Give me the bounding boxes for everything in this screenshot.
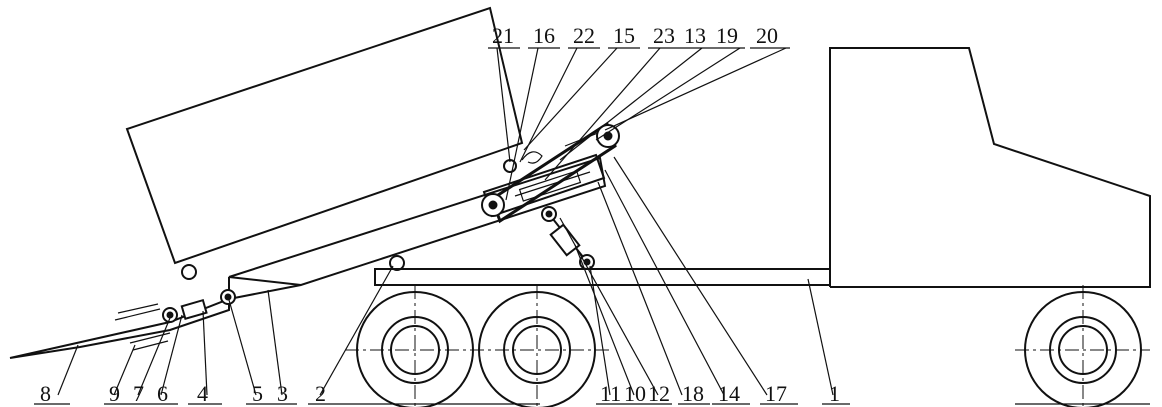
label-16: 16: [533, 23, 555, 48]
label-10: 10: [624, 381, 646, 406]
roller-5-hub: [224, 293, 232, 301]
label-7: 7: [133, 381, 144, 406]
label-21: 21: [492, 23, 514, 48]
label-12: 12: [648, 381, 670, 406]
tilting-frame: [228, 156, 607, 287]
top-leaders: [496, 47, 787, 201]
label-1: 1: [829, 381, 840, 406]
label-11: 11: [600, 381, 621, 406]
label-13: 13: [684, 23, 706, 48]
label-8: 8: [40, 381, 51, 406]
lift-cylinder-top-hub: [545, 210, 553, 218]
bottom-leaders: [57, 156, 834, 396]
ramp-guide-top-2: [117, 303, 159, 314]
inner-rod: [514, 171, 591, 197]
roller-7-hub: [166, 311, 174, 319]
top-labels: 21 16 22 15 23 13 19 20: [488, 23, 790, 49]
lift-cylinder-body: [549, 223, 581, 257]
tilting-frame-bottom: [228, 284, 302, 300]
label-5: 5: [252, 381, 263, 406]
ramp-guide-top: [114, 308, 161, 321]
inner-cylinder: [518, 170, 582, 202]
upper-sprocket-hub: [603, 131, 613, 141]
hook: [521, 151, 543, 164]
bottom-labels: 8 9 7 6 4 5 3 2 11 10 12 18 14 17 1: [34, 381, 1150, 406]
label-23: 23: [653, 23, 675, 48]
label-14: 14: [718, 381, 740, 406]
chassis-frame: [374, 268, 831, 286]
label-20: 20: [756, 23, 778, 48]
label-19: 19: [716, 23, 738, 48]
label-3: 3: [277, 381, 288, 406]
lower-sprocket-hub: [488, 200, 498, 210]
label-18: 18: [682, 381, 704, 406]
bracket: [564, 132, 599, 147]
label-9: 9: [109, 381, 120, 406]
label-2: 2: [315, 381, 326, 406]
ramp-guide-bottom-2: [132, 340, 169, 351]
label-22: 22: [573, 23, 595, 48]
box-roller: [181, 264, 197, 280]
label-6: 6: [157, 381, 168, 406]
ramp-cylinder: [180, 298, 208, 320]
dump-box: [125, 6, 524, 265]
label-17: 17: [765, 381, 787, 406]
label-15: 15: [613, 23, 635, 48]
label-4: 4: [197, 381, 208, 406]
truck-cab: [829, 47, 1151, 288]
